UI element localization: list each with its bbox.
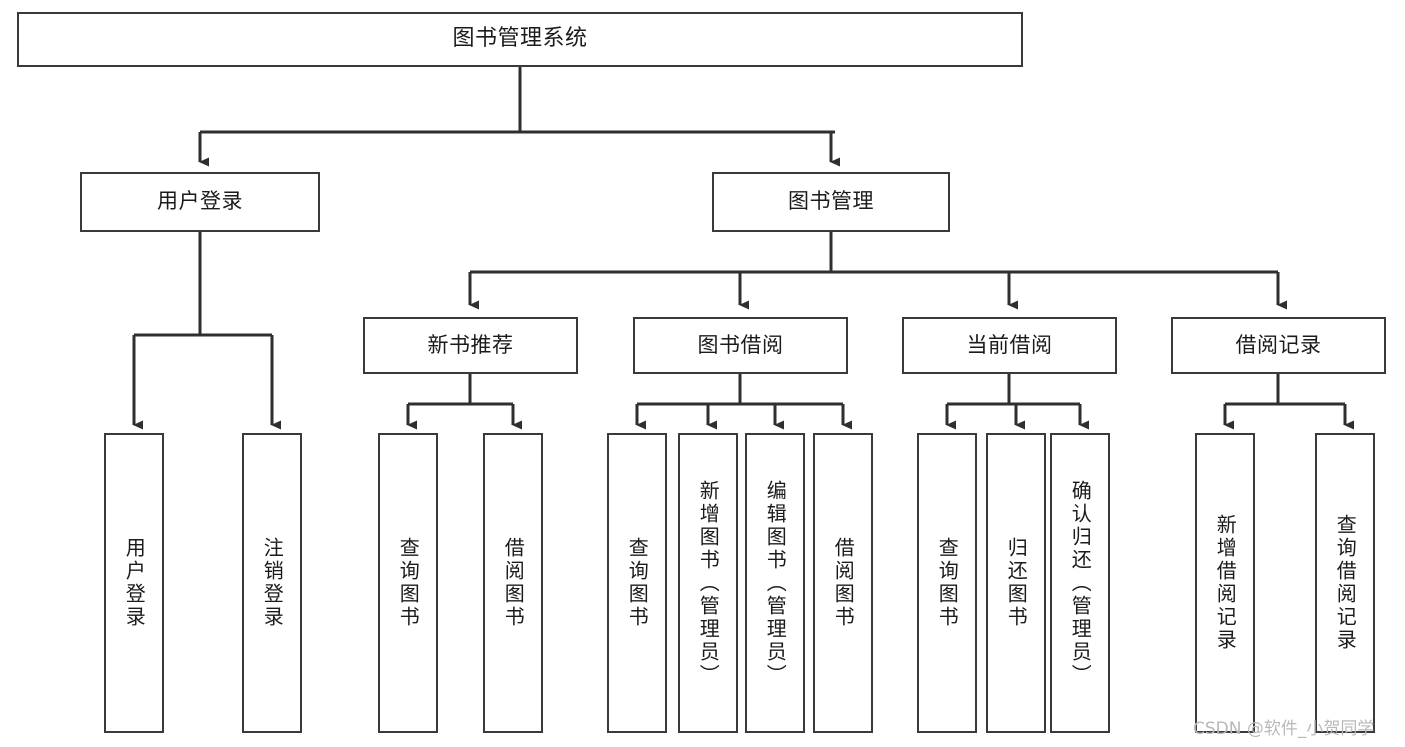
- node-leaf-return-book[interactable]: 归还图书: [986, 433, 1046, 733]
- node-leaf-query-book-2[interactable]: 查询图书: [607, 433, 667, 733]
- node-leaf-query-book-1-label: 查询图书: [396, 537, 421, 629]
- node-book-borrow-label: 图书借阅: [697, 332, 784, 357]
- node-current-borrow[interactable]: 当前借阅: [902, 317, 1117, 374]
- node-new-book-recommend[interactable]: 新书推荐: [363, 317, 578, 374]
- node-leaf-add-book-label: 新增图书（管理员）: [696, 479, 721, 687]
- node-new-book-recommend-label: 新书推荐: [427, 332, 514, 357]
- node-leaf-user-login[interactable]: 用户登录: [104, 433, 164, 733]
- node-leaf-edit-book-label: 编辑图书（管理员）: [763, 479, 788, 687]
- node-leaf-logout-label: 注销登录: [260, 537, 285, 629]
- watermark-text: CSDN @软件_小贺同学: [1193, 719, 1375, 739]
- node-root[interactable]: 图书管理系统: [17, 12, 1023, 67]
- node-leaf-confirm-return[interactable]: 确认归还（管理员）: [1050, 433, 1110, 733]
- node-leaf-borrow-book-1[interactable]: 借阅图书: [483, 433, 543, 733]
- node-leaf-query-record[interactable]: 查询借阅记录: [1315, 433, 1375, 733]
- node-leaf-add-record[interactable]: 新增借阅记录: [1195, 433, 1255, 733]
- node-leaf-user-login-label: 用户登录: [122, 537, 147, 629]
- node-leaf-query-book-2-label: 查询图书: [625, 537, 650, 629]
- node-user-login-label: 用户登录: [157, 189, 243, 214]
- node-borrow-record-label: 借阅记录: [1235, 332, 1322, 357]
- node-leaf-add-record-label: 新增借阅记录: [1213, 514, 1238, 652]
- node-root-label: 图书管理系统: [452, 26, 588, 52]
- node-current-borrow-label: 当前借阅: [966, 332, 1053, 357]
- node-leaf-query-book-3-label: 查询图书: [935, 537, 960, 629]
- node-borrow-record[interactable]: 借阅记录: [1171, 317, 1386, 374]
- node-book-manage[interactable]: 图书管理: [712, 172, 950, 232]
- node-leaf-borrow-book-2[interactable]: 借阅图书: [813, 433, 873, 733]
- node-leaf-return-book-label: 归还图书: [1004, 537, 1029, 629]
- node-leaf-confirm-return-label: 确认归还（管理员）: [1068, 479, 1093, 687]
- node-book-borrow[interactable]: 图书借阅: [633, 317, 848, 374]
- node-leaf-query-record-label: 查询借阅记录: [1333, 514, 1358, 652]
- node-leaf-query-book-3[interactable]: 查询图书: [917, 433, 977, 733]
- node-leaf-borrow-book-2-label: 借阅图书: [831, 537, 856, 629]
- node-leaf-logout[interactable]: 注销登录: [242, 433, 302, 733]
- node-leaf-query-book-1[interactable]: 查询图书: [378, 433, 438, 733]
- node-leaf-add-book[interactable]: 新增图书（管理员）: [678, 433, 738, 733]
- node-leaf-borrow-book-1-label: 借阅图书: [501, 537, 526, 629]
- node-leaf-edit-book[interactable]: 编辑图书（管理员）: [745, 433, 805, 733]
- node-book-manage-label: 图书管理: [788, 189, 874, 214]
- node-user-login[interactable]: 用户登录: [80, 172, 320, 232]
